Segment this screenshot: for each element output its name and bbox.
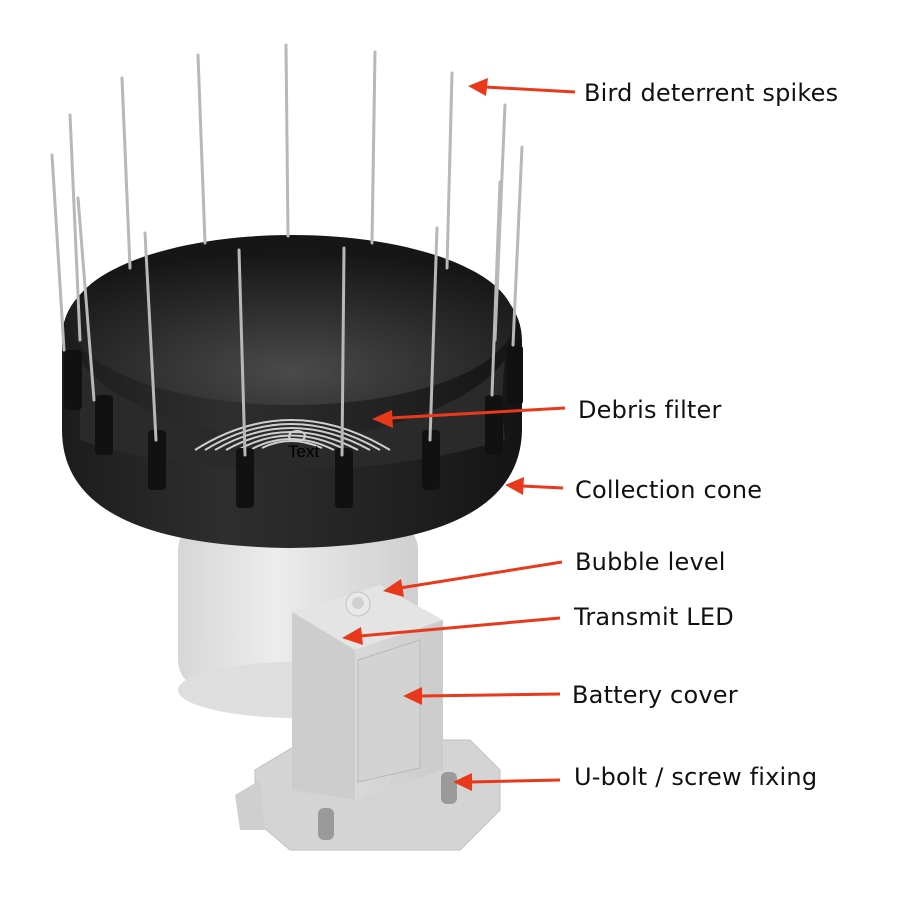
label-battery-cover: Battery cover: [572, 681, 738, 709]
label-u-bolt-screw-fixing: U-bolt / screw fixing: [574, 763, 818, 791]
bird-deterrent-spikes: [50, 43, 524, 457]
battery-cover: [357, 639, 421, 783]
stray-text-label: Text: [288, 442, 320, 461]
label-debris-filter: Debris filter: [578, 396, 722, 424]
debris-filter: [194, 419, 391, 451]
battery-housing: [292, 585, 443, 800]
label-bird-deterrent-spikes: Bird deterrent spikes: [584, 79, 839, 107]
callout-arrows: [342, 78, 576, 791]
u-bolt-slot: [441, 772, 457, 804]
label-bubble-level: Bubble level: [575, 548, 726, 576]
rim-tabs: [64, 345, 523, 508]
label-transmit-led: Transmit LED: [574, 603, 734, 631]
label-collection-cone: Collection cone: [575, 476, 763, 504]
